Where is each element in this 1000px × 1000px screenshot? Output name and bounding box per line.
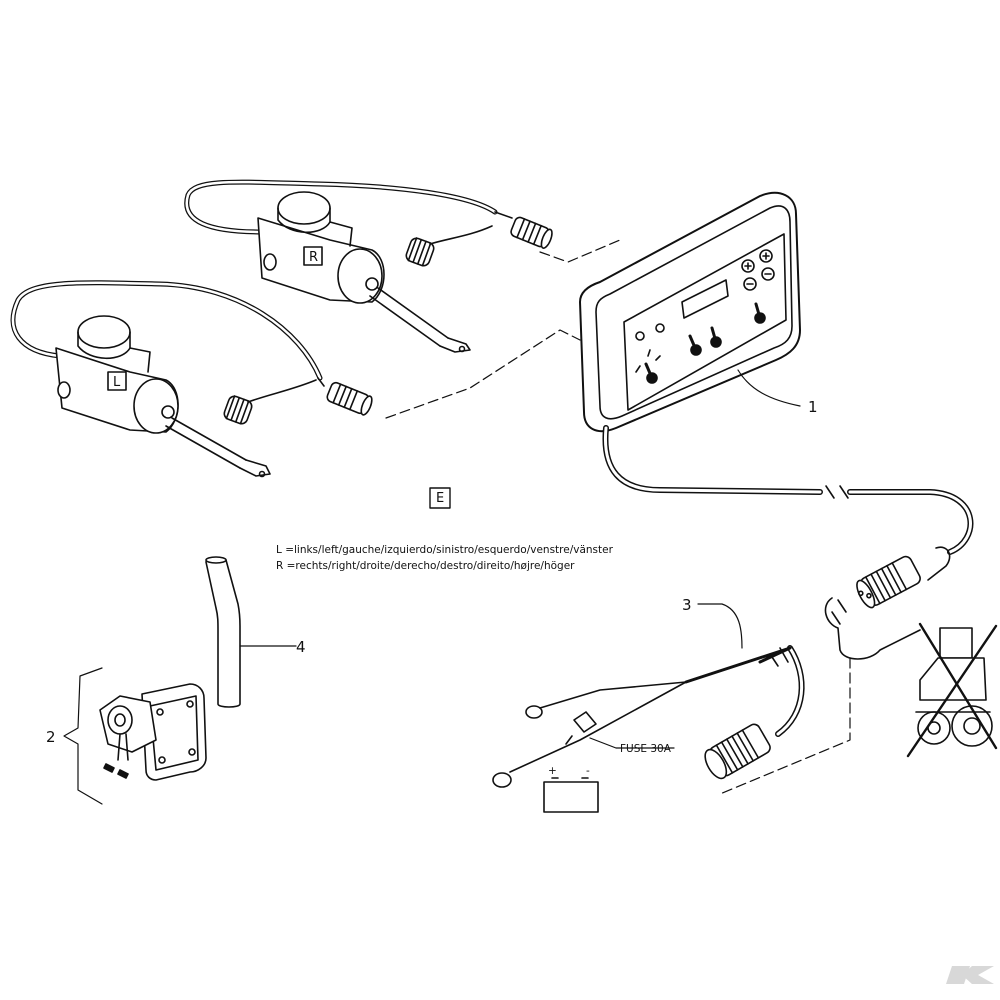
e-label-box <box>429 487 451 509</box>
callout-3: 3 <box>682 596 692 614</box>
control-box <box>579 191 801 433</box>
battery-harness <box>492 603 805 788</box>
left-label-box <box>107 371 127 391</box>
left-label: L <box>113 375 121 390</box>
crossed-tractor-icon <box>906 622 998 758</box>
hose <box>205 556 297 708</box>
callout-4: 4 <box>296 638 306 656</box>
battery-icon <box>543 777 599 813</box>
brand-watermark <box>946 966 994 984</box>
battery-minus: - <box>586 765 590 777</box>
fuse-label: FUSE 30A <box>620 743 672 755</box>
callout-1: 1 <box>808 398 818 416</box>
tractor-socket <box>719 546 951 795</box>
callout-2: 2 <box>46 728 56 746</box>
dashed-connection-lines <box>385 239 621 419</box>
right-label: R <box>309 250 318 265</box>
main-cable <box>602 425 974 555</box>
right-label-box <box>303 246 323 266</box>
actuator-right <box>184 179 553 353</box>
legend-left: L =links/left/gauche/izquierdo/sinistro/… <box>276 544 614 556</box>
battery-plus: + <box>548 765 557 777</box>
actuator-left <box>10 280 373 478</box>
legend-right: R =rechts/right/droite/derecho/destro/di… <box>276 560 575 572</box>
mounting-bracket <box>63 667 207 805</box>
e-label: E <box>436 491 444 506</box>
